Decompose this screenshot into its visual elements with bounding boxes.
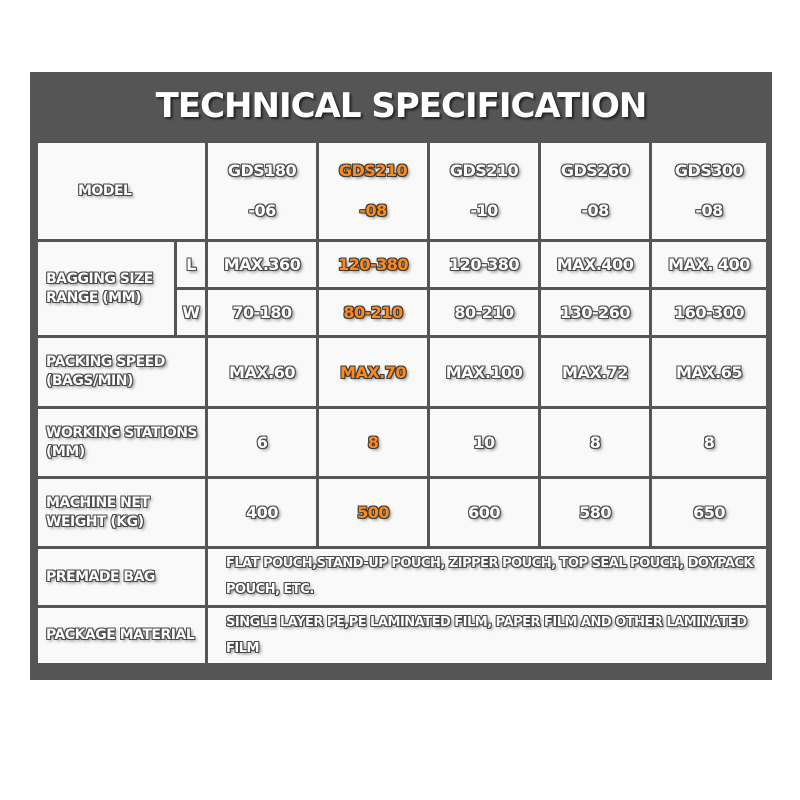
premade-bag-value: FLAT POUCH,STAND-UP POUCH, ZIPPER POUCH,… <box>208 549 767 605</box>
model-name: GDS300 <box>674 161 744 180</box>
bagging-width-value-highlighted: 80-210 <box>319 290 428 335</box>
bagging-length-value: 120-380 <box>430 242 539 287</box>
model-cell: GDS210 -10 <box>430 143 539 239</box>
machine-weight-value-highlighted: 500 <box>319 479 428 546</box>
working-stations-value: 8 <box>541 409 650 476</box>
table-row-machine-weight: MACHINE NET WEIGHT (KG) 400 500 600 580 … <box>38 479 767 546</box>
spec-table: MODEL GDS180 -06 GDS210 -08 GDS210 -10 G… <box>35 140 769 666</box>
working-stations-value: 8 <box>652 409 767 476</box>
bagging-width-value: 70-180 <box>208 290 317 335</box>
bagging-length-value-highlighted: 120-380 <box>319 242 428 287</box>
package-material-label: PACKAGE MATERIAL <box>38 608 206 663</box>
model-suffix: -06 <box>248 201 276 220</box>
bagging-size-label: BAGGING SIZE RANGE (MM) <box>38 242 174 335</box>
package-material-value: SINGLE LAYER PE,PE LAMINATED FILM, PAPER… <box>208 608 767 663</box>
machine-weight-value: 650 <box>652 479 767 546</box>
model-name: GDS210 <box>449 161 519 180</box>
model-cell: GDS260 -08 <box>541 143 650 239</box>
packing-speed-value: MAX.65 <box>652 338 767 406</box>
packing-speed-value: MAX.100 <box>430 338 539 406</box>
packing-speed-label: PACKING SPEED (BAGS/MIN) <box>38 338 206 406</box>
table-row-premade-bag: PREMADE BAG FLAT POUCH,STAND-UP POUCH, Z… <box>38 549 767 605</box>
machine-weight-value: 400 <box>208 479 317 546</box>
spec-sheet: TECHNICAL SPECIFICATION MODEL GDS180 -06… <box>30 72 772 680</box>
model-name: GDS180 <box>227 161 297 180</box>
machine-weight-label: MACHINE NET WEIGHT (KG) <box>38 479 206 546</box>
model-suffix: -10 <box>470 201 498 220</box>
machine-weight-value: 580 <box>541 479 650 546</box>
premade-bag-label: PREMADE BAG <box>38 549 206 605</box>
model-name: GDS260 <box>560 161 630 180</box>
table-row-working-stations: WORKING STATIONS (MM) 6 8 10 8 8 <box>38 409 767 476</box>
working-stations-value: 10 <box>430 409 539 476</box>
working-stations-value-highlighted: 8 <box>319 409 428 476</box>
working-stations-label: WORKING STATIONS (MM) <box>38 409 206 476</box>
model-cell: GDS180 -06 <box>208 143 317 239</box>
table-row-bagging-width: W 70-180 80-210 80-210 130-260 160-300 <box>38 290 767 335</box>
table-row-bagging-length: BAGGING SIZE RANGE (MM) L MAX.360 120-38… <box>38 242 767 335</box>
model-suffix: -08 <box>695 201 723 220</box>
width-label: W <box>177 290 206 335</box>
bagging-width-value: 160-300 <box>652 290 767 335</box>
model-cell: GDS300 -08 <box>652 143 767 239</box>
model-cell-highlighted: GDS210 -08 <box>319 143 428 239</box>
table-row-model: MODEL GDS180 -06 GDS210 -08 GDS210 -10 G… <box>38 143 767 239</box>
packing-speed-value: MAX.72 <box>541 338 650 406</box>
machine-weight-value: 600 <box>430 479 539 546</box>
length-label: L <box>177 242 206 287</box>
spec-title: TECHNICAL SPECIFICATION <box>155 86 648 126</box>
working-stations-value: 6 <box>208 409 317 476</box>
bagging-width-value: 80-210 <box>430 290 539 335</box>
model-suffix: -08 <box>581 201 609 220</box>
bagging-width-value: 130-260 <box>541 290 650 335</box>
model-name: GDS210 <box>338 161 408 180</box>
packing-speed-value: MAX.60 <box>208 338 317 406</box>
bagging-length-value: MAX.400 <box>541 242 650 287</box>
table-row-package-material: PACKAGE MATERIAL SINGLE LAYER PE,PE LAMI… <box>38 608 767 663</box>
bagging-length-value: MAX.360 <box>208 242 317 287</box>
model-label: MODEL <box>38 143 206 239</box>
packing-speed-value-highlighted: MAX.70 <box>319 338 428 406</box>
model-suffix: -08 <box>359 201 387 220</box>
bagging-length-value: MAX. 400 <box>652 242 767 287</box>
table-row-packing-speed: PACKING SPEED (BAGS/MIN) MAX.60 MAX.70 M… <box>38 338 767 406</box>
